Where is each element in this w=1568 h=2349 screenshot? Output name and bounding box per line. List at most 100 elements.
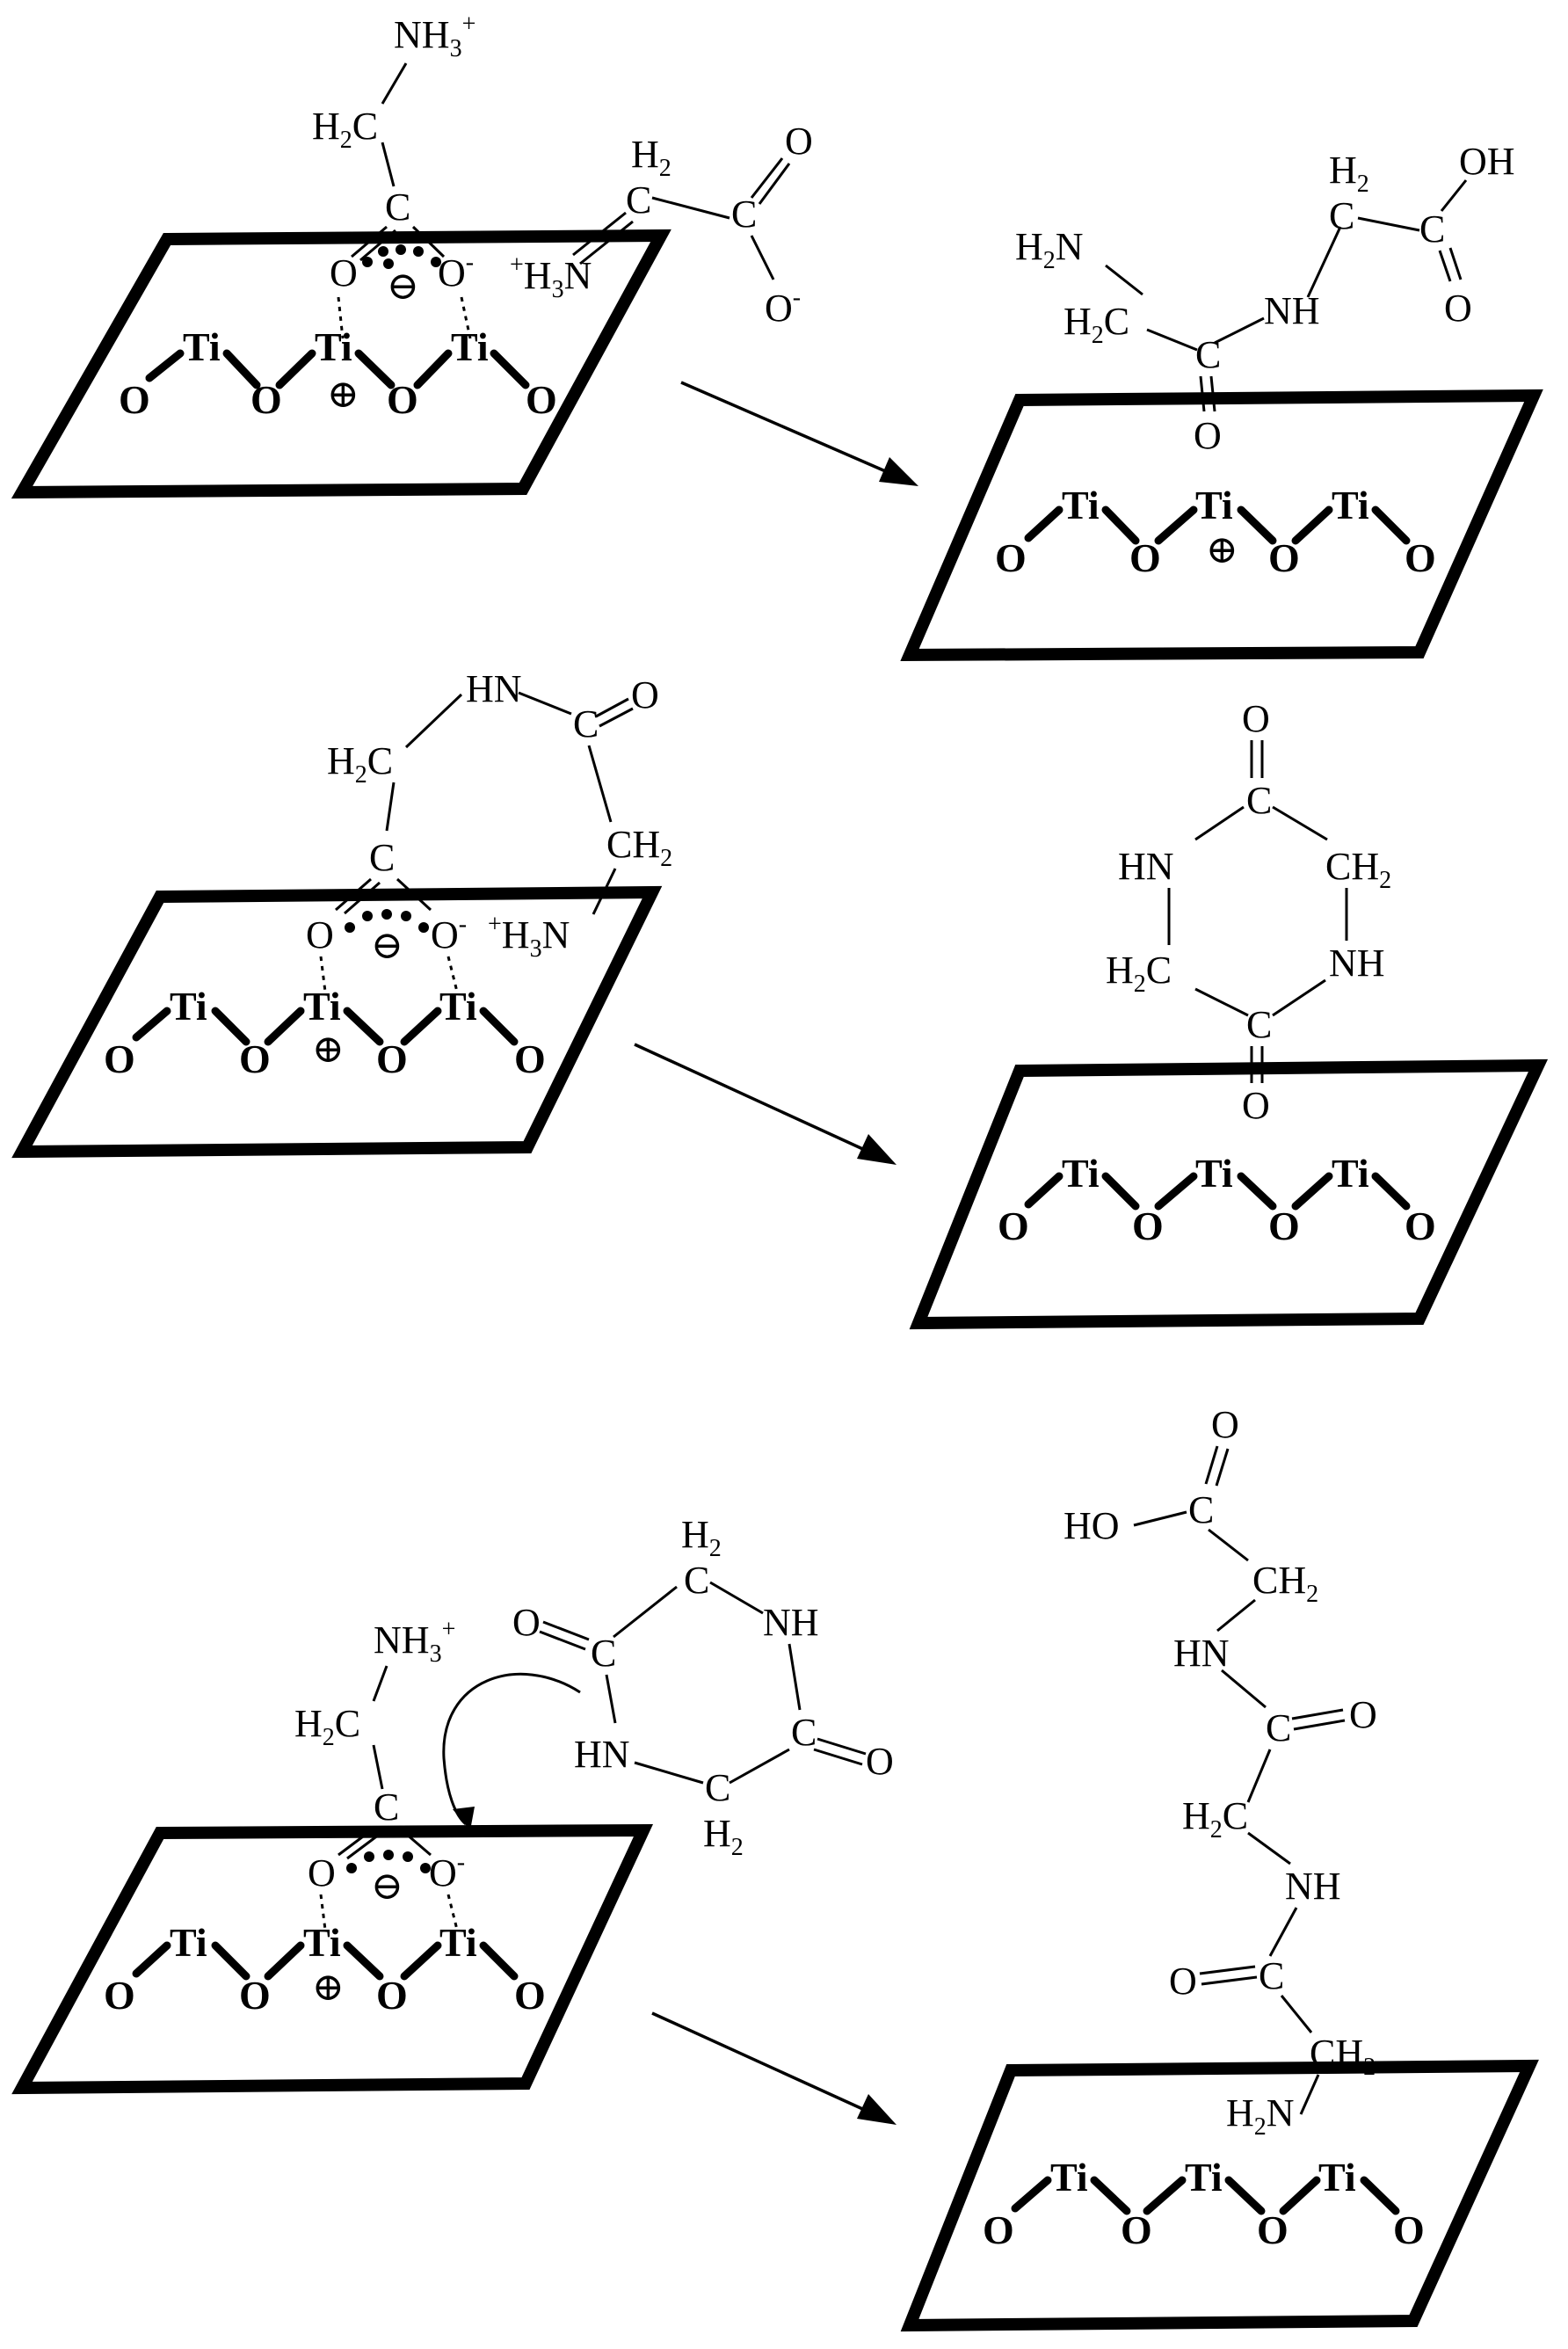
hn-label: HN [1173, 1632, 1230, 1675]
surface-o-label: O [387, 377, 418, 422]
carboxyl-c-label: C [369, 836, 395, 879]
surface-o-label: O [376, 1973, 408, 2018]
arrowhead [857, 2094, 897, 2125]
surface-o-label: O [514, 1973, 546, 2018]
carboxyl-o-right-label: O- [438, 249, 474, 295]
nh3-label: NH3+ [374, 1616, 455, 1668]
surface-plane [11, 1823, 654, 2095]
ch2-b-label: CH2 [1310, 2032, 1376, 2081]
adsorbed-glycine: NH3+ H2C C O O- ⊖ +H3N C H2 C [312, 11, 813, 339]
oh-label: OH [1459, 140, 1515, 183]
surface-o-label: O [1121, 2207, 1152, 2252]
row2-right-scheme: O Ti O Ti O Ti O O C HN CH2 H2C NH C [909, 697, 1549, 1330]
o-bottom-label: O [1242, 1084, 1270, 1127]
o-top-label: O [631, 673, 659, 716]
nh3-label: NH3+ [394, 11, 475, 62]
surface-o-label: O [239, 1036, 271, 1081]
h3n-label: +H3N [510, 251, 592, 303]
surface-ti-label: Ti [1332, 1151, 1369, 1196]
row1-left-scheme: O Ti O Ti O Ti O ⊕ NH3+ H2C C O O- ⊖ [11, 11, 813, 499]
surface-plane [11, 885, 663, 1159]
positive-charge-icon: ⊕ [327, 373, 359, 416]
ch2-a-label: CH2 [1252, 1559, 1318, 1608]
surface-o-label: O [376, 1036, 408, 1081]
reaction-arrow [634, 1043, 889, 1162]
surface-o-label: O [983, 2207, 1014, 2252]
surface-o-label: O [1132, 1204, 1164, 1248]
surface-ti-label: Ti [451, 324, 489, 369]
surface-ti-label: Ti [1062, 1151, 1100, 1196]
o-top-label: O [1242, 697, 1270, 740]
c2-label: C [1266, 1706, 1291, 1749]
surface-ti-o-chain: O Ti O Ti O Ti O ⊕ [104, 984, 546, 1081]
surface-o-label: O [250, 377, 282, 422]
adsorbed-dipeptide: HN C O H2C CH2 C O O- ⊖ +H3N [306, 667, 672, 993]
c-top-label: C [573, 702, 599, 745]
surface-ti-label: Ti [303, 984, 341, 1029]
hn-label: HN [466, 667, 522, 710]
diketopiperazine-reactant: H2 C O C NH HN C O C H2 [512, 1513, 894, 1861]
surface-o-label: O [998, 1204, 1029, 1248]
delocalized-electrons [362, 244, 441, 269]
surface-plane [11, 229, 671, 499]
surface-ti-label: Ti [1062, 483, 1100, 527]
carboxyl-c-label: C [385, 185, 410, 229]
nh-label: NH [1264, 289, 1320, 332]
surface-ti-label: Ti [1050, 2155, 1088, 2200]
surface-plane [900, 389, 1543, 662]
negative-charge-icon: ⊖ [371, 924, 403, 967]
ring-o-left-label: O [512, 1601, 541, 1644]
surface-ti-label: Ti [1318, 2155, 1356, 2200]
reaction-arrow [680, 381, 911, 484]
triglycine: O HO C CH2 HN C O H2C NH O C CH2 [1063, 1403, 1377, 2141]
ring-hn-label: HN [574, 1733, 630, 1776]
delocalized-electrons [346, 1850, 431, 1873]
h2c-label: H2C [327, 739, 393, 789]
c2-label: C [626, 178, 651, 222]
surface-ti-label: Ti [439, 984, 477, 1029]
o3-label: O [1169, 1960, 1197, 2003]
arrowhead [453, 1807, 475, 1830]
o2-label: O [1444, 287, 1472, 330]
h2c-label: H2C [1182, 1794, 1248, 1844]
surface-ti-label: Ti [439, 1920, 477, 1965]
negative-charge-icon: ⊖ [371, 1865, 403, 1908]
c3-label: C [731, 193, 757, 236]
surface-o-label: O [104, 1036, 135, 1081]
surface-o-label: O [119, 377, 150, 422]
carboxyl-o-right-label: O- [431, 911, 467, 956]
surface-o-label: O [239, 1973, 271, 2018]
surface-ti-o-chain: O Ti O Ti O Ti O ⊕ [119, 324, 557, 422]
h2-top-label: H2 [631, 133, 671, 182]
surface-o-label: O [526, 377, 557, 422]
carboxyl-o-right-label: O- [429, 1849, 465, 1894]
c2-label: C [1329, 194, 1354, 237]
positive-charge-icon: ⊕ [1206, 528, 1238, 571]
glycylglycine: H2N H2C C NH O H2 C C OH O [1015, 140, 1515, 457]
arrowhead [857, 1134, 897, 1165]
ring-h2-bottom-label: H2 [703, 1812, 744, 1861]
surface-ti-label: Ti [303, 1920, 341, 1965]
surface-plane [900, 2059, 1539, 2332]
positive-charge-icon: ⊕ [312, 1966, 345, 2009]
arrowhead [879, 457, 918, 486]
ch2-label: CH2 [606, 823, 672, 872]
surface-o-label: O [1405, 1204, 1436, 1248]
carboxyl-c-label: C [374, 1785, 399, 1829]
ring-c-right-label: C [791, 1711, 817, 1754]
h2c-label: H2C [312, 105, 378, 154]
ring-h2-top-label: H2 [681, 1513, 722, 1562]
row1-right-scheme: O Ti O Ti O Ti O ⊕ H2N H2C C NH O H2 C C [900, 140, 1543, 662]
h2-label: H2 [1329, 149, 1369, 198]
curved-attack-arrow [442, 1672, 581, 1826]
row3-right-scheme: O Ti O Ti O Ti O O HO C CH2 HN C O H2C [900, 1403, 1539, 2332]
ring-nh-label: NH [763, 1601, 819, 1644]
surface-ti-label: Ti [170, 1920, 207, 1965]
surface-o-label: O [1405, 535, 1436, 580]
surface-ti-label: Ti [183, 324, 221, 369]
ring-c-left-label: C [591, 1632, 616, 1675]
reaction-arrow [651, 2011, 889, 2122]
o-top-label: O [1211, 1403, 1239, 1446]
diketopiperazine: O C HN CH2 H2C NH C O [1106, 697, 1391, 1127]
